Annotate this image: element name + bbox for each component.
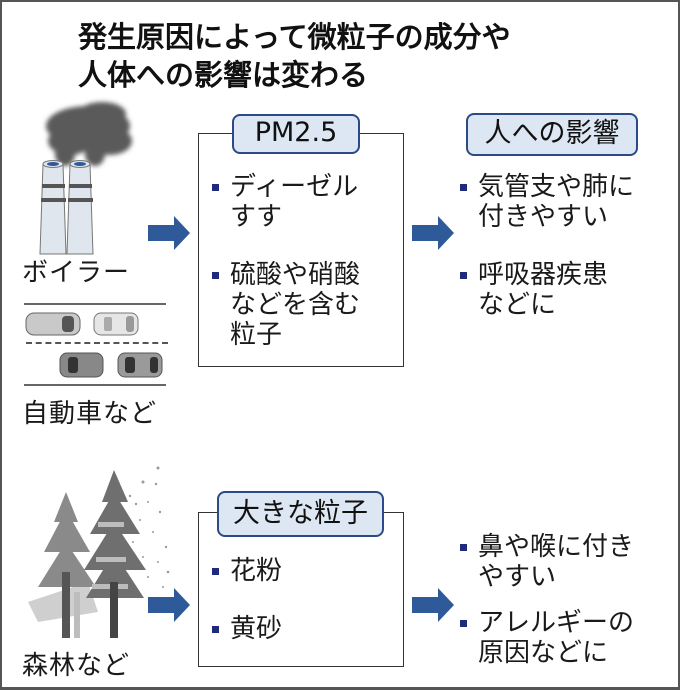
large-effect-item: 鼻や喉に付き やすい (458, 532, 634, 592)
road-lane-dashed (26, 342, 168, 344)
large-particles-box (198, 512, 404, 667)
effect-label: 人への影響 (466, 113, 638, 156)
pm25-label: PM2.5 (232, 114, 360, 154)
source-label-boiler: ボイラー (22, 258, 131, 288)
bullet-icon (212, 626, 219, 633)
bullet-icon (460, 184, 467, 191)
title-line-1: 発生原因によって微粒子の成分や (78, 20, 511, 54)
diagram-title: 発生原因によって微粒子の成分や 人体への影響は変わる (78, 18, 511, 94)
large-effect-item: アレルギーの 原因などに (458, 608, 634, 668)
pm25-effect-item: 気管支や肺に 付きやすい (458, 172, 634, 232)
arrow-right-icon (148, 588, 190, 622)
factory-chimney-icon (39, 102, 132, 255)
bullet-icon (212, 568, 219, 575)
arrow-right-icon (148, 216, 190, 250)
bullet-icon (212, 184, 219, 191)
large-item: 花粉 (210, 556, 282, 586)
pm25-item: 硫酸や硝酸 などを含む 粒子 (210, 260, 360, 350)
large-item: 黄砂 (210, 614, 282, 644)
bullet-icon (212, 272, 219, 279)
source-label-cars: 自動車など (22, 399, 158, 429)
road-line-top (24, 303, 166, 305)
cars-road-icon (25, 312, 163, 378)
arrow-right-icon (412, 216, 454, 250)
pm25-effect-item: 呼吸器疾患 などに (458, 260, 608, 320)
forest-pollen-icon (28, 466, 170, 638)
road-line-bottom (24, 384, 166, 386)
pm25-box (198, 133, 404, 367)
source-label-forest: 森林など (22, 651, 131, 681)
bullet-icon (460, 620, 467, 627)
title-line-2: 人体への影響は変わる (78, 58, 369, 92)
pm25-item: ディーゼル すす (210, 172, 358, 232)
large-particles-label: 大きな粒子 (217, 491, 384, 537)
bullet-icon (460, 544, 467, 551)
arrow-right-icon (412, 588, 454, 622)
bullet-icon (460, 272, 467, 279)
